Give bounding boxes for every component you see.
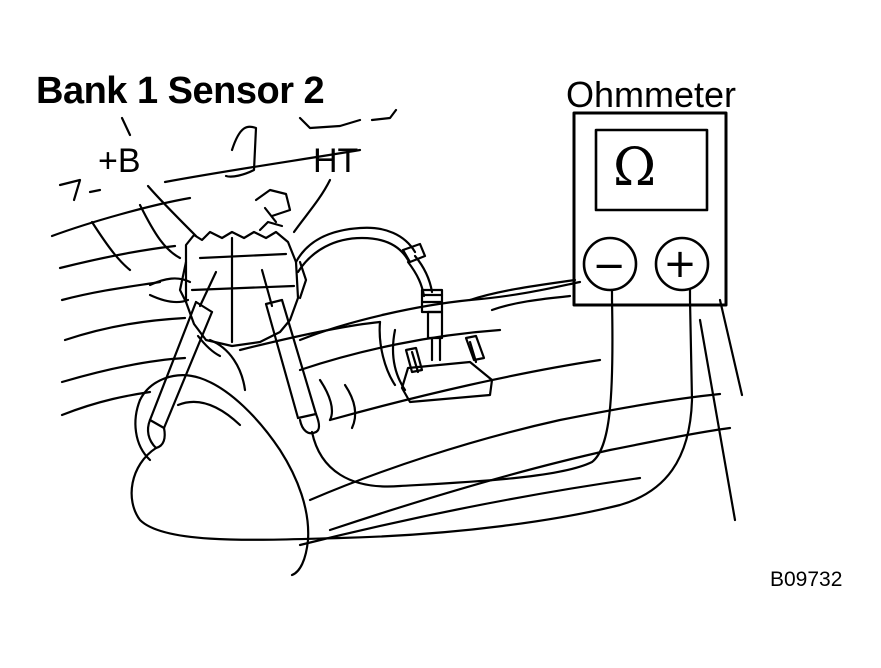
terminal-ht-label: HT bbox=[313, 142, 359, 180]
meter-positive-terminal: + bbox=[663, 241, 697, 287]
sensor-connector bbox=[150, 222, 306, 346]
oxygen-sensor bbox=[402, 290, 492, 402]
probe-left bbox=[148, 272, 216, 448]
sensor-harness bbox=[296, 228, 432, 296]
meter-negative-terminal: − bbox=[592, 243, 626, 289]
probe-right bbox=[262, 270, 319, 433]
figure-code: B09732 bbox=[770, 568, 843, 591]
engine-outline bbox=[52, 150, 742, 545]
leader-lines bbox=[60, 110, 396, 236]
terminal-plus-b-label: +B bbox=[98, 142, 141, 180]
sensor-title: Bank 1 Sensor 2 bbox=[36, 70, 325, 112]
test-leads bbox=[132, 300, 692, 540]
ohmmeter-label: Ohmmeter bbox=[566, 74, 737, 115]
ohmmeter bbox=[574, 113, 726, 305]
ohm-symbol-icon: Ω bbox=[613, 138, 657, 198]
